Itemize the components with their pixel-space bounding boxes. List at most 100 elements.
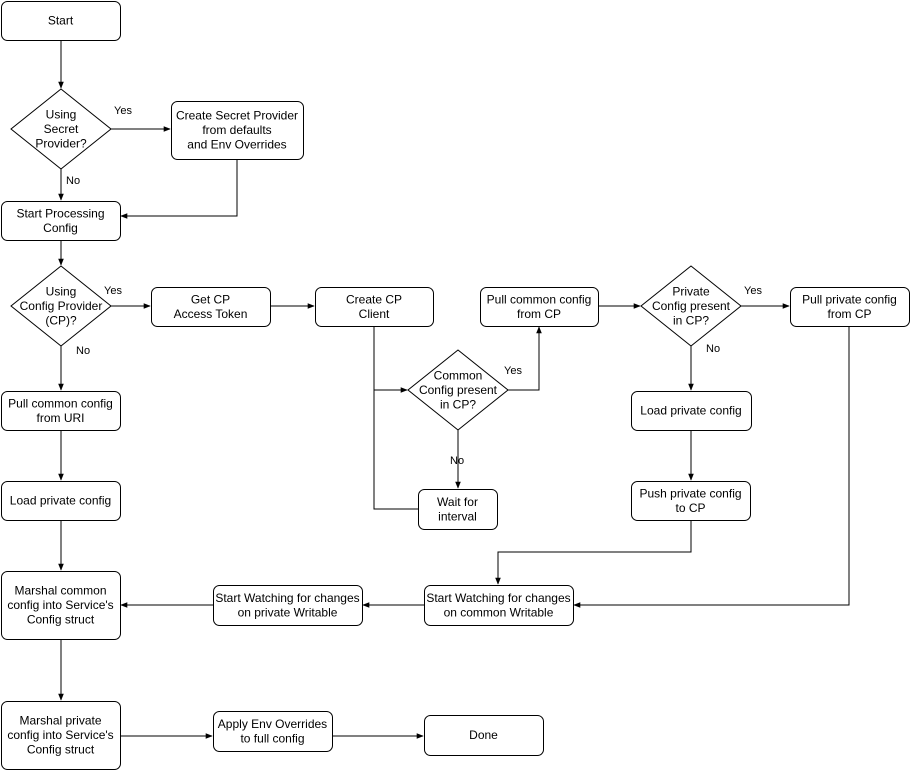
node-label-line: Marshal private <box>19 714 101 728</box>
node-label-line: Secret <box>44 122 79 136</box>
edges-layer <box>58 40 850 739</box>
node-label-line: Create CP <box>346 292 402 306</box>
node-label-line: Using <box>46 108 77 122</box>
node-label-line: (CP)? <box>45 314 77 328</box>
process-rect <box>1 481 121 521</box>
node-label-line: Start Watching for changes <box>426 591 570 605</box>
process-rect <box>1 701 121 770</box>
decision-diamond <box>407 349 509 431</box>
edge-label-yes: Yes <box>114 105 132 117</box>
node-label-line: in CP? <box>440 398 476 412</box>
edge-create-cp-client-to-common-config-present <box>373 326 408 393</box>
edge-label-no: No <box>450 455 464 467</box>
process-rect <box>213 585 363 626</box>
process-rect <box>480 287 599 327</box>
node-label-line: Provider? <box>35 137 87 151</box>
edge-pull-private-cp-to-watch-common-writable <box>573 326 850 608</box>
process-box-load-private-cp-branch: Load private config <box>631 391 752 431</box>
edge-label-no: No <box>76 345 90 357</box>
process-box-done: Done <box>424 715 544 756</box>
process-rect <box>424 585 574 626</box>
node-label-line: Config struct <box>27 743 95 757</box>
node-label-line: Access Token <box>174 307 248 321</box>
node-label-line: Config present <box>652 299 731 313</box>
node-label-line: interval <box>438 509 477 523</box>
node-label-line: Push private config <box>639 486 741 500</box>
node-label-line: config into Service's <box>7 598 113 612</box>
process-box-start: Start <box>1 1 121 41</box>
node-label-line: and Env Overrides <box>187 138 286 152</box>
edge-create-secret-provider-to-start-processing <box>120 159 238 219</box>
edge-label-no: No <box>706 343 720 355</box>
decision-diamond <box>10 265 112 347</box>
process-rect <box>1 1 121 41</box>
node-label-line: Load private config <box>10 494 111 508</box>
node-label-line: Apply Env Overrides <box>218 717 327 731</box>
node-label-line: Config Provider <box>20 299 103 313</box>
decision-diamond <box>10 88 112 170</box>
edge-label-yes: Yes <box>744 285 762 297</box>
process-rect <box>631 391 752 431</box>
node-label-line: from URI <box>37 411 85 425</box>
node-label-line: config into Service's <box>7 728 113 742</box>
process-rect <box>1 201 121 241</box>
node-label-line: Wait for <box>437 495 478 509</box>
decision-diamond <box>640 265 742 347</box>
node-label-line: Marshal common <box>14 584 106 598</box>
node-label-line: Config struct <box>27 613 95 627</box>
node-label-line: Pull common config <box>8 396 113 410</box>
node-label-line: Start Processing <box>16 206 104 220</box>
edge-common-config-present-to-pull-common-cp <box>508 326 542 391</box>
node-label-line: Start Watching for changes <box>215 591 359 605</box>
edge-label-no: No <box>66 175 80 187</box>
process-rect <box>1 571 121 640</box>
process-rect <box>171 101 304 160</box>
node-label-line: Private <box>672 285 710 299</box>
node-label-line: Create Secret Provider <box>176 109 298 123</box>
node-label-line: from CP <box>517 307 561 321</box>
node-label-line: Pull common config <box>487 292 592 306</box>
node-label-line: Common <box>434 369 483 383</box>
node-label-line: Config present <box>419 383 498 397</box>
edge-push-private-cp-to-watch-common-writable <box>495 520 692 585</box>
node-label-line: from CP <box>827 307 871 321</box>
process-rect <box>418 489 498 530</box>
node-label-line: Load private config <box>640 404 741 418</box>
node-label-line: on common Writable <box>444 605 554 619</box>
process-box-load-private-local: Load private config <box>1 481 121 521</box>
node-label-line: Client <box>359 307 390 321</box>
node-label-line: Pull private config <box>802 292 897 306</box>
edge-wait-for-interval-to-common-config-present <box>373 390 418 510</box>
node-label-line: Start <box>48 14 74 28</box>
process-rect <box>315 287 434 327</box>
node-label-line: Done <box>469 728 498 742</box>
node-label-line: in CP? <box>673 314 709 328</box>
node-label-line: to full config <box>240 731 304 745</box>
node-label-line: Using <box>46 285 77 299</box>
edge-label-yes: Yes <box>504 365 522 377</box>
process-rect <box>213 711 333 752</box>
process-rect <box>424 715 544 756</box>
node-label-line: from defaults <box>202 123 271 137</box>
process-rect <box>1 391 121 431</box>
node-label-line: Get CP <box>191 292 230 306</box>
